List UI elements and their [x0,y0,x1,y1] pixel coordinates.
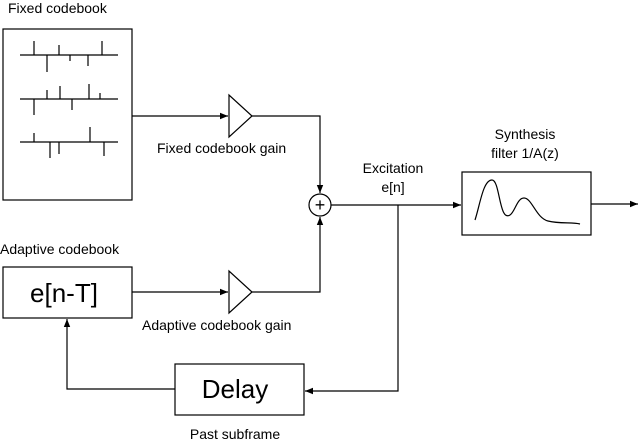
adaptive-gain-to-adder-arrow [252,217,324,293]
delay-to-adaptive-arrow [63,319,175,390]
synthesis-filter-block [461,171,592,236]
past-subframe-label: Past subframe [190,426,280,441]
excitation-label: Excitation [363,160,424,176]
fixed-gain-amplifier [228,93,253,139]
adaptive-codebook-block [2,266,133,319]
adaptive-codebook-label: Adaptive codebook [0,241,120,257]
frequency-response-icon [474,179,581,225]
synthesis-filter-label: filter 1/A(z) [491,145,559,161]
adaptive-codebook-text: e[n-T] [30,278,98,308]
delay-text: Delay [202,374,268,404]
fixed-gain-to-adder-arrow [252,115,324,193]
synthesis-label: Synthesis [495,126,556,142]
adder-symbol: + [315,195,326,215]
fixed-codebook-label: Fixed codebook [8,0,108,16]
fixed-gain-label: Fixed codebook gain [157,140,286,156]
fixed-codebook-block [2,28,133,201]
excitation-signal-label: e[n] [381,179,404,195]
adaptive-gain-amplifier [228,269,253,315]
feedback-to-delay-arrow [305,205,399,395]
adaptive-gain-label: Adaptive codebook gain [142,317,291,333]
fixed-codebook-pulses-icon [20,41,118,158]
